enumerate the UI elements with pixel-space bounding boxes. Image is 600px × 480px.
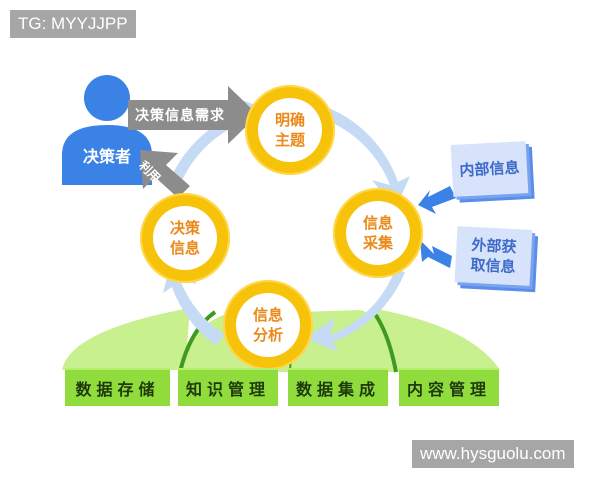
- node-text: 明确: [274, 111, 305, 129]
- requirement-arrow-label: 决策信息需求: [135, 108, 225, 124]
- cycle-node-decision-info: 决策 信息: [140, 193, 230, 283]
- decision-maker-label: 决策者: [82, 147, 131, 166]
- node-text: 决策: [169, 219, 200, 237]
- hill-4: [370, 308, 500, 372]
- hill-1: [62, 308, 190, 370]
- person-body-icon: [62, 125, 152, 185]
- foundation-data-integration: 数据集成: [288, 368, 388, 406]
- node-text: 主题: [274, 131, 305, 149]
- internal-info-arrow: [418, 186, 456, 214]
- node-text: 信息: [169, 239, 200, 257]
- watermark-bottom: www.hysguolu.com: [412, 440, 574, 468]
- source-card-internal: 内部信息: [450, 141, 529, 197]
- card-text: 内部信息: [459, 158, 520, 180]
- watermark-top: TG: MYYJJPP: [10, 10, 136, 38]
- cycle-node-info-collection: 信息 采集: [333, 188, 423, 278]
- external-info-arrow: [420, 240, 452, 268]
- node-text: 采集: [362, 234, 393, 252]
- cycle-node-info-analysis: 信息 分析: [223, 280, 313, 370]
- card-text: 取信息: [470, 255, 516, 277]
- hill-3: [290, 310, 400, 372]
- requirement-arrow: [128, 86, 258, 144]
- foundation-knowledge-mgmt: 知识管理: [178, 368, 278, 406]
- node-text: 信息: [252, 306, 283, 324]
- cycle-node-define-topic: 明确 主题: [245, 85, 335, 175]
- node-text: 信息: [362, 214, 393, 232]
- person-head-icon: [84, 75, 130, 121]
- use-arrow: [140, 150, 190, 198]
- foundation-data-storage: 数据存储: [65, 368, 170, 406]
- card-text: 外部获: [471, 235, 517, 257]
- source-card-external: 外部获 取信息: [454, 226, 533, 286]
- node-text: 分析: [252, 326, 283, 344]
- foundation-content-mgmt: 内容管理: [399, 368, 499, 406]
